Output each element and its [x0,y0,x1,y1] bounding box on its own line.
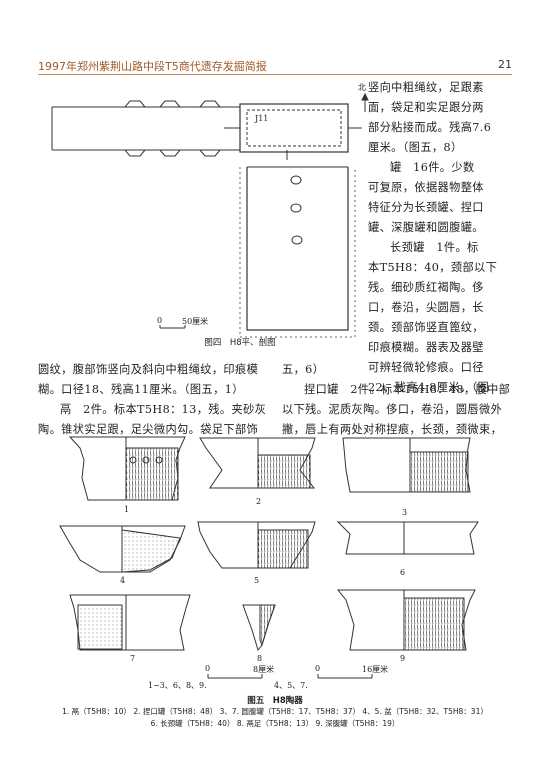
left-column-text: 圆纹，腹部饰竖向及斜向中粗绳纹，印痕模 糊。口径18、残高11厘米。（图五，1）… [38,360,272,440]
plan-outline [51,106,240,151]
vessel-6-changjing-guan [336,521,479,555]
right-column-text: 竖向中粗绳纹，足跟素 面，袋足和实足跟分两 部分粘接而成。残高7.6 厘米。（图… [368,78,514,398]
vessel-7-yuanfu-guan [69,594,191,651]
journal-title: 1997年郑州紫荆山路中段T5商代遗存发掘简报 [38,60,267,73]
item-number: 3 [402,508,408,517]
plan-steps-bottom [124,149,221,157]
text-line: 颈。颈部饰竖直篦纹， [368,321,484,334]
figure5-scale-left [207,674,263,679]
scale-right-end: 16厘米 [362,665,389,674]
running-header: 1997年郑州紫荆山路中段T5商代遗存发掘简报 21 [38,58,512,74]
text-line: 圆纹，腹部饰竖向及斜向中粗绳纹，印痕模 [38,363,259,376]
text-line: 部分粘接而成。残高7.6 [368,121,492,134]
vessel-5-pen [197,521,316,569]
section-heading-guan: 罐 16件。少数 [390,161,475,174]
header-rule [38,74,512,75]
section-heading-niekouguan: 捏口罐 2件。标本T5H8：48，腹中部 [304,383,511,396]
text-line: 特征分为长颈罐、捏口 [368,201,484,214]
item-number: 5 [254,576,260,585]
text-line: 本T5H8：40，颈部以下 [368,261,498,274]
section-heading-li: 鬲 2件。标本T5H8：13，残。夹砂灰 [60,403,267,416]
item-number: 7 [130,654,136,663]
text-line: 面，袋足和实足跟分两 [368,101,484,114]
scale-right-applies: 4、5、7. [274,681,308,690]
item-number: 4 [120,576,126,585]
scale-left-zero: 0 [205,664,211,673]
text-line: 口，卷沿，尖圆唇，长 [368,301,484,314]
section-outline [246,167,349,331]
figure5-scale-right [317,674,373,679]
text-line: 以下残。泥质灰陶。侈口，卷沿，圆唇微外 [282,403,503,416]
text-line: 残。细砂质红褐陶。侈 [368,281,484,294]
figure5-caption-line1: 1. 鬲（T5H8：10） 2. 捏口罐（T5H8：48） 3、7. 圆腹罐（T… [62,707,488,716]
north-label: 北 [358,83,366,92]
vessel-8-li-foot [242,604,276,652]
text-line: 竖向中粗绳纹，足跟素 [368,81,484,94]
item-number: 2 [256,497,262,506]
item-number: 9 [400,654,406,663]
scale-right-zero: 0 [315,664,321,673]
figure4-caption: 图四 H8平、剖图 [204,338,276,348]
figure5-caption-line2: 6. 长颈罐（T5H8：40） 8. 鬲足（T5H8：13） 9. 深腹罐（T5… [150,719,400,728]
section-pits [290,175,303,245]
item-number: 1 [124,505,130,514]
text-line: 撇，唇上有两处对称捏痕，长颈，颈微束， [282,423,503,436]
vessel-4-pen [59,525,186,573]
vessel-2-niekou-guan [199,437,316,489]
text-line: 厘米。（图五，8） [368,141,463,154]
text-line: 22、残高4.8厘米。（图 [368,381,490,394]
vessel-1-li [68,436,186,501]
section-heading-changjingguan: 长颈罐 1件。标 [390,241,479,254]
text-line: 陶。锥状实足跟，足尖微内勾。袋足下部饰 [38,423,259,436]
figure5-caption-title: 图五 H8陶器 [247,696,303,706]
plan-steps-top [124,100,221,108]
text-line: 罐、深腹罐和圆腹罐。 [368,221,484,234]
fig4-scale-end: 50厘米 [182,317,209,326]
j11-label: J11 [255,114,269,123]
figure4-scale-bar [159,325,186,329]
item-number: 8 [257,654,263,663]
page-number: 21 [498,58,512,71]
text-line: 可辨轻微轮修痕。口径 [368,361,484,374]
vessel-9-shenfu-guan [336,589,476,651]
vessel-3-yuanfu-guan [342,437,471,493]
middle-column-text: 五，6） 捏口罐 2件。标本T5H8：48，腹中部 以下残。泥质灰陶。侈口，卷沿… [282,360,514,440]
text-line: 印痕模糊。器表及器壁 [368,341,484,354]
text-line: 糊。口径18、残高11厘米。（图五，1） [38,383,244,396]
text-line: 可复原，依据器物整体 [368,181,484,194]
text-line: 五，6） [282,363,325,376]
scale-left-end: 8厘米 [253,665,275,674]
item-number: 6 [400,568,406,577]
fig4-scale-zero: 0 [157,316,163,325]
scale-left-applies: 1~3、6、8、9. [148,681,207,690]
